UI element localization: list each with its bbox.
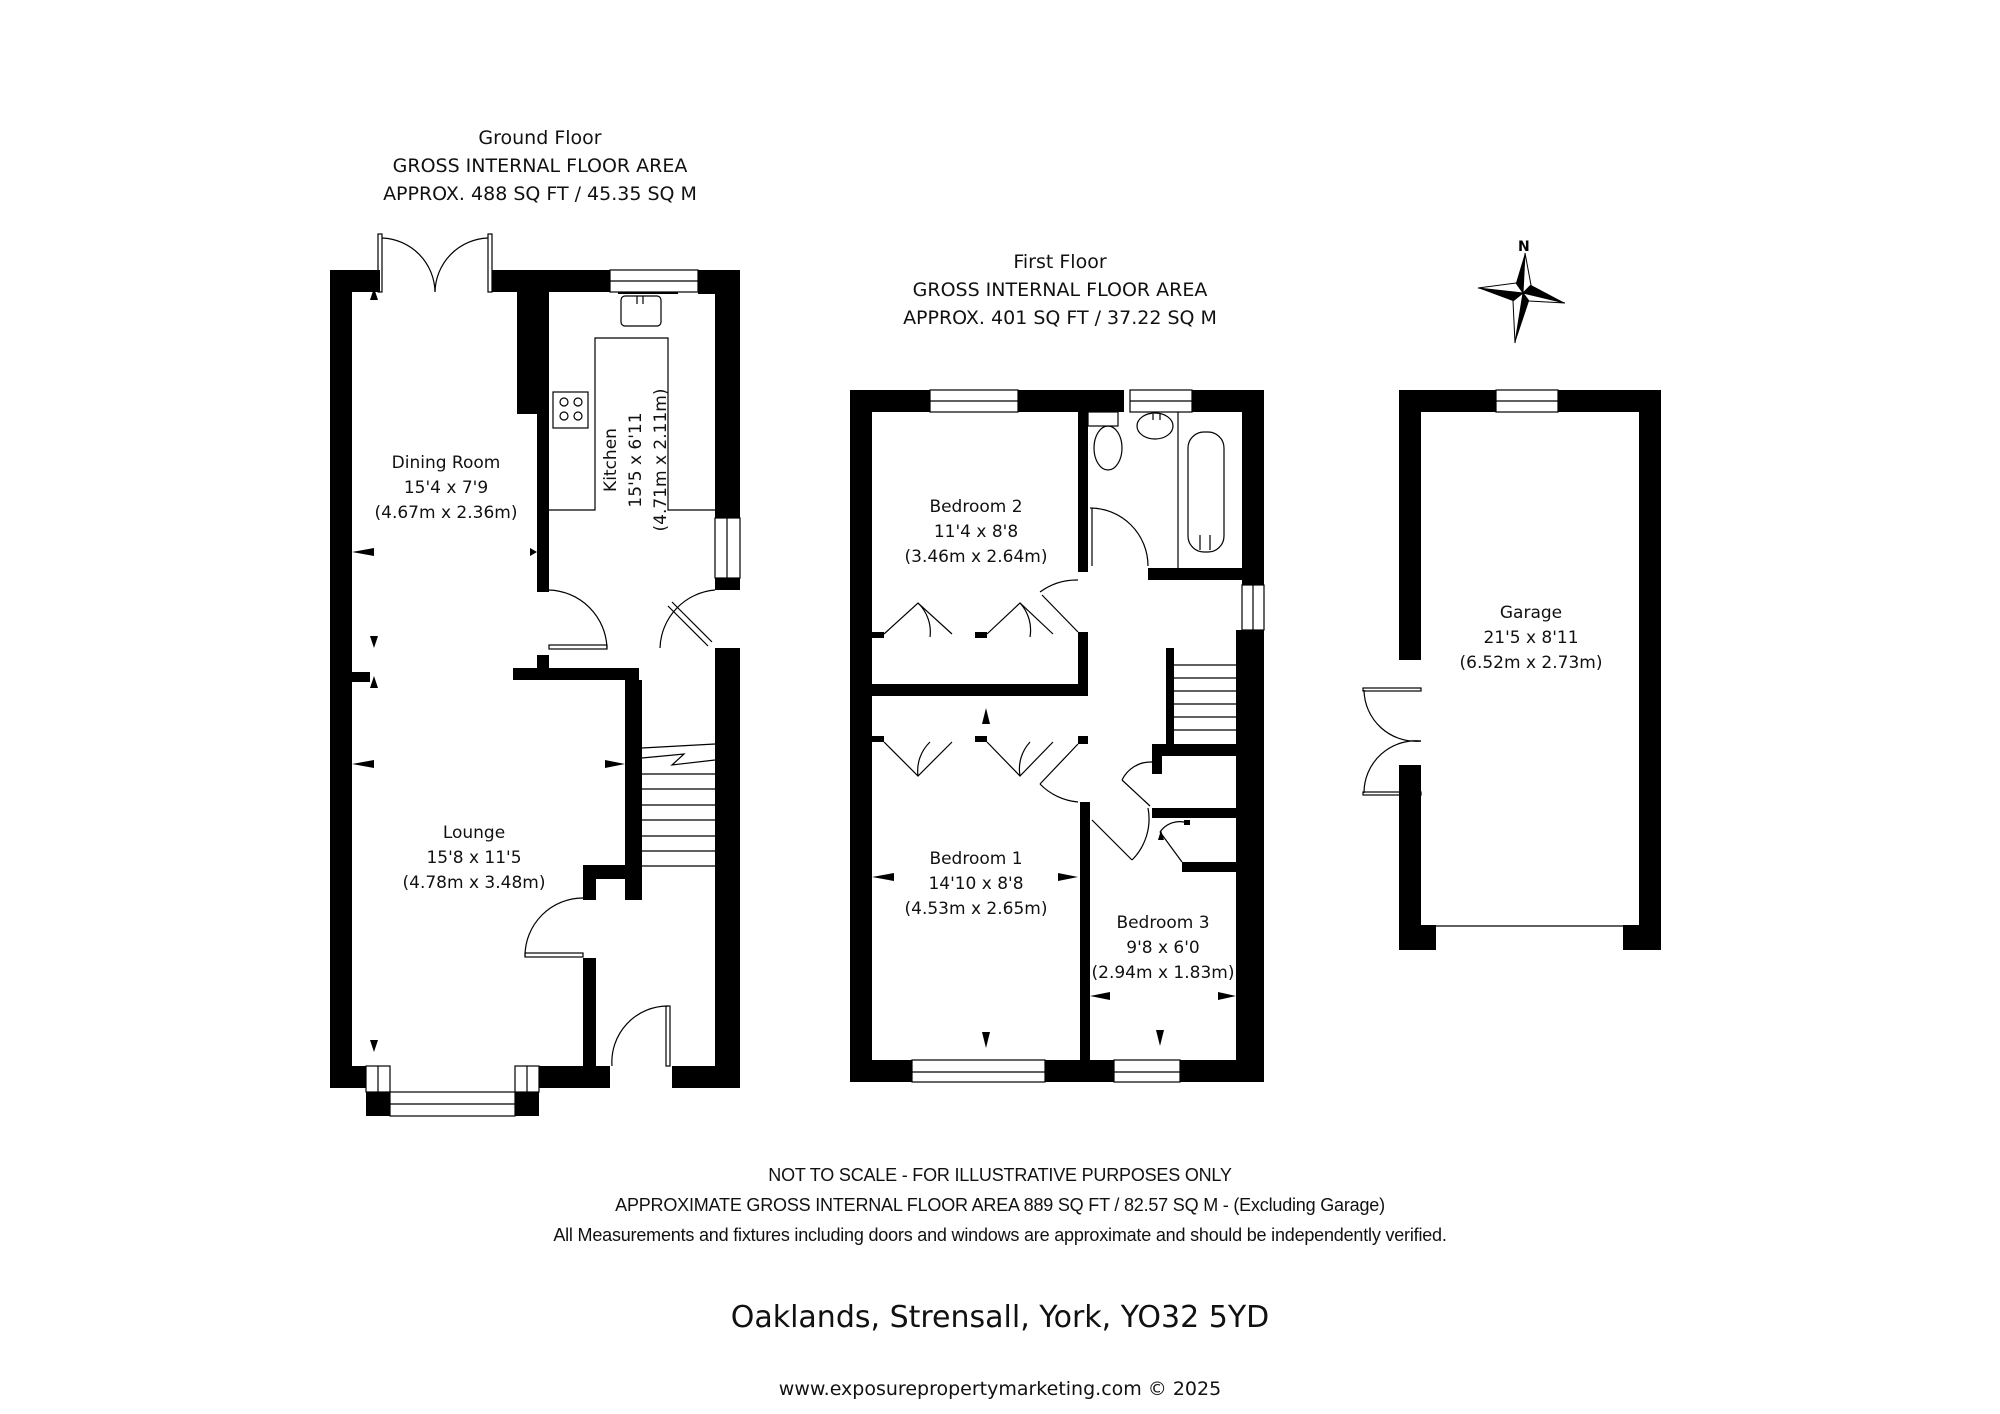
- room-imperial: 15'8 x 11'5: [426, 848, 521, 868]
- room-name: Lounge: [443, 823, 505, 843]
- compass-rose-icon: N: [1477, 239, 1566, 344]
- room-imperial: 15'5 x 6'11: [626, 412, 646, 507]
- room-metric: (4.67m x 2.36m): [375, 503, 518, 523]
- first-floor-header: First Floor GROSS INTERNAL FLOOR AREA AP…: [880, 248, 1240, 332]
- property-address: Oaklands, Strensall, York, YO32 5YD: [730, 1300, 1270, 1335]
- disclaimer-total-area: APPROXIMATE GROSS INTERNAL FLOOR AREA 88…: [615, 1195, 1385, 1215]
- room-lounge: Lounge 15'8 x 11'5 (4.78m x 3.48m): [403, 823, 546, 893]
- ground-floor-fixtures: [365, 233, 741, 1117]
- room-metric: (3.46m x 2.64m): [905, 547, 1048, 567]
- room-name: Kitchen: [601, 428, 621, 492]
- ground-floor-area-value: APPROX. 488 SQ FT / 45.35 SQ M: [383, 183, 697, 205]
- room-imperial: 14'10 x 8'8: [928, 874, 1023, 894]
- disclaimer: NOT TO SCALE - FOR ILLUSTRATIVE PURPOSES…: [0, 1160, 2000, 1250]
- room-imperial: 11'4 x 8'8: [934, 522, 1018, 542]
- room-metric: (4.71m x 2.11m): [651, 389, 671, 532]
- first-floor-dimension-arrows: [872, 708, 1236, 1048]
- room-bedroom-3: Bedroom 3 9'8 x 6'0 (2.94m x 1.83m): [1092, 913, 1235, 983]
- room-metric: (6.52m x 2.73m): [1460, 653, 1603, 673]
- first-floor-title: First Floor: [1013, 251, 1107, 273]
- first-floor-fixtures: [883, 389, 1265, 1083]
- website-credit: www.exposurepropertymarketing.com © 2025: [778, 1378, 1222, 1400]
- compass-north-label: N: [1518, 239, 1530, 255]
- room-name: Bedroom 1: [929, 849, 1022, 869]
- garage-fixtures: [1362, 389, 1623, 927]
- room-metric: (4.53m x 2.65m): [905, 899, 1048, 919]
- disclaimer-verification: All Measurements and fixtures including …: [553, 1225, 1447, 1245]
- room-imperial: 21'5 x 8'11: [1483, 628, 1578, 648]
- ground-floor-title: Ground Floor: [478, 127, 602, 149]
- first-floor-area-heading: GROSS INTERNAL FLOOR AREA: [912, 279, 1208, 301]
- room-imperial: 9'8 x 6'0: [1126, 938, 1199, 958]
- room-garage: Garage 21'5 x 8'11 (6.52m x 2.73m): [1460, 603, 1603, 673]
- room-metric: (2.94m x 1.83m): [1092, 963, 1235, 983]
- ground-floor-area-heading: GROSS INTERNAL FLOOR AREA: [392, 155, 688, 177]
- room-bedroom-2: Bedroom 2 11'4 x 8'8 (3.46m x 2.64m): [905, 497, 1048, 567]
- room-name: Garage: [1500, 603, 1562, 623]
- room-imperial: 15'4 x 7'9: [404, 478, 488, 498]
- first-floor-plan: [850, 390, 1264, 1082]
- room-dining-room: Dining Room 15'4 x 7'9 (4.67m x 2.36m): [375, 453, 518, 523]
- room-name: Bedroom 3: [1116, 913, 1209, 933]
- room-name: Dining Room: [392, 453, 501, 473]
- ground-floor-dimension-arrows: [352, 288, 625, 1052]
- room-name: Bedroom 2: [929, 497, 1022, 517]
- room-kitchen: Kitchen 15'5 x 6'11 (4.71m x 2.11m): [601, 389, 671, 532]
- garage-plan: [1399, 390, 1661, 950]
- room-metric: (4.78m x 3.48m): [403, 873, 546, 893]
- ground-floor-header: Ground Floor GROSS INTERNAL FLOOR AREA A…: [330, 124, 750, 208]
- disclaimer-scale: NOT TO SCALE - FOR ILLUSTRATIVE PURPOSES…: [768, 1165, 1232, 1185]
- first-floor-area-value: APPROX. 401 SQ FT / 37.22 SQ M: [903, 307, 1217, 329]
- room-bedroom-1: Bedroom 1 14'10 x 8'8 (4.53m x 2.65m): [905, 849, 1048, 919]
- ground-floor-plan: [330, 270, 740, 1116]
